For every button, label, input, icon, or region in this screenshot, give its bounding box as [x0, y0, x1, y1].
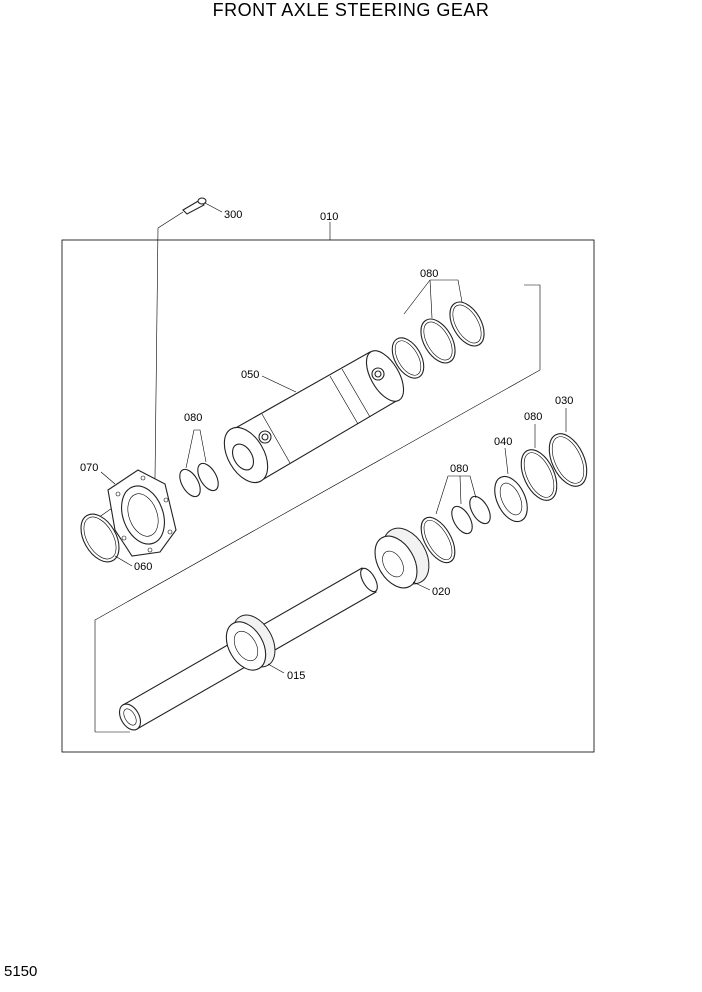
seal-080-top-b[interactable] — [414, 313, 462, 369]
callout-050: 050 — [241, 369, 259, 381]
page-number: 5150 — [4, 963, 38, 980]
callout-015: 015 — [287, 670, 305, 682]
seal-080-left-a[interactable] — [176, 466, 205, 500]
seal-080-top-c[interactable] — [443, 296, 491, 352]
callout-060: 060 — [134, 561, 152, 573]
callout-070: 070 — [80, 462, 98, 474]
seal-080-mid-c[interactable] — [466, 493, 495, 527]
upper-group-outline-right — [94, 284, 541, 732]
callout-300: 300 — [224, 209, 242, 221]
flange-070[interactable] — [107, 469, 177, 557]
ring-030[interactable] — [542, 428, 595, 492]
callout-010: 010 — [320, 211, 338, 223]
callout-020: 020 — [432, 586, 450, 598]
snap-ring-060[interactable] — [73, 507, 127, 568]
callout-080-left: 080 — [184, 412, 202, 424]
lock-nut-040[interactable] — [488, 471, 534, 526]
callout-030: 030 — [555, 395, 573, 407]
seal-080-mid-a[interactable] — [414, 512, 462, 568]
assembly-frame — [61, 239, 595, 753]
piston-rod-015[interactable] — [115, 566, 380, 734]
callout-080-right: 080 — [524, 411, 542, 423]
seal-080-top-a[interactable] — [386, 332, 431, 383]
callout-040: 040 — [494, 436, 512, 448]
callout-080-top: 080 — [420, 268, 438, 280]
callout-080-mid: 080 — [450, 463, 468, 475]
gland-020[interactable] — [366, 520, 438, 595]
seal-080-right[interactable] — [514, 444, 564, 506]
cylinder-tube-050[interactable] — [215, 345, 411, 490]
pin-300[interactable] — [182, 197, 207, 215]
seal-080-mid-b[interactable] — [448, 503, 477, 537]
page-title: FRONT AXLE STEERING GEAR — [212, 0, 490, 20]
seal-080-left-b[interactable] — [194, 460, 223, 494]
